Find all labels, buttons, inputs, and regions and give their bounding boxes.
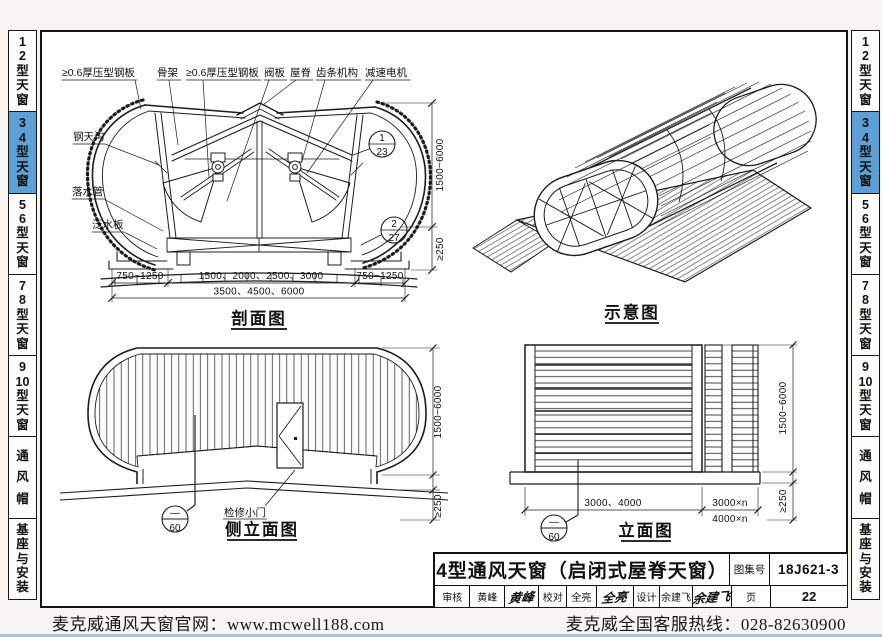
check-signature: 全亮	[595, 586, 633, 607]
signature-text: 黄峰	[507, 590, 536, 606]
dim-curb: ≥250	[435, 237, 446, 261]
detail-marker-2-num: 2	[391, 219, 397, 230]
page-number: 22	[770, 586, 847, 607]
dim-middle-widths: 1500、2000、2500、3000	[199, 271, 324, 282]
page-label: 页	[730, 586, 770, 607]
atlas-number: 18J621-3	[769, 554, 847, 585]
footer: 麦克威通风天窗官网：www.mcwell188.com 麦克威全国客服热线：02…	[0, 610, 882, 635]
label-access-door: 检修小门	[224, 506, 266, 519]
review-signature: 黄峰	[503, 586, 539, 607]
dim-module-2: 4000×n	[712, 514, 747, 525]
check-name: 全亮	[566, 586, 596, 607]
sidebar-item-tongfengmao: 通风帽	[852, 437, 879, 519]
dim-curb: ≥250	[433, 494, 444, 518]
label-steel-panel-right: ≥0.6厚压型钢板	[186, 66, 259, 79]
isometric-view-drawing: 示意图	[472, 81, 817, 324]
side-marker-top: —	[170, 508, 180, 519]
dim-module-1: 3000×n	[712, 498, 747, 509]
sidebar-item-jizuo-anzhuang: 基座与安装	[16, 522, 29, 595]
sidebar-item-jizuo-anzhuang: 基座与安装	[859, 522, 872, 595]
detail-marker-1-num: 1	[379, 133, 385, 144]
dim-side-left: 750~1250	[116, 271, 163, 282]
label-downpipe: 落水管	[72, 185, 104, 198]
title-block: 4型通风天窗（启闭式屋脊天窗） 图集号 18J621-3 审核 黄峰 黄峰 校对…	[433, 552, 847, 607]
review-label: 审核	[442, 593, 463, 604]
dim-total-widths: 3500、4500、6000	[214, 287, 305, 298]
review-name: 黄峰	[469, 586, 504, 607]
section-view-title: 剖面图	[231, 308, 287, 328]
check-label: 校对	[538, 586, 566, 607]
label-valve-plate: 阀板	[264, 66, 285, 79]
signature-text: 全亮	[600, 590, 629, 606]
dim-width: 3000、4000	[584, 498, 641, 509]
elevation-drawing: — 60 3000、4000 3000×n 4000×n 1500~6000 ≥…	[509, 341, 797, 543]
atlas-number-label: 图集号	[729, 554, 769, 585]
elev-marker-top: —	[549, 517, 559, 528]
side-elevation-drawing: 检修小门 — 60 1500~6000 ≥250 侧立面图	[60, 344, 449, 541]
label-gear-motor: 减速电机	[365, 66, 407, 79]
dim-height: 1500~6000	[778, 381, 789, 434]
sidebar-item-tongfengmao: 通风帽	[9, 437, 36, 519]
drawing-frame	[40, 30, 848, 608]
dim-height: 1500~6000	[433, 385, 444, 438]
side-elevation-title: 侧立面图	[225, 519, 299, 539]
official-website-text: 麦克威通风天窗官网：www.mcwell188.com	[52, 615, 385, 634]
dim-curb: ≥250	[778, 489, 789, 513]
sheet-title: 4型通风天窗（启闭式屋脊天窗）	[436, 561, 728, 582]
label-flashing: 泛水板	[92, 218, 124, 231]
label-steel-gutter: 钢天沟	[73, 130, 105, 143]
detail-marker-2-page: 27	[388, 233, 400, 244]
dim-side-right: 750~1250	[356, 271, 403, 282]
label-steel-panel-left: ≥0.6厚压型钢板	[62, 66, 135, 79]
label-ridge: 屋脊	[290, 66, 311, 79]
signature-text: 余建飞	[691, 589, 732, 607]
dim-height: 1500~6000	[435, 138, 446, 191]
design-label: 设计	[633, 586, 659, 607]
section-view-drawing: ≥0.6厚压型钢板 骨架 ≥0.6厚压型钢板 阀板 屋脊 齿条机构 减速电机 钢…	[61, 66, 446, 330]
bottom-accent-bar	[0, 634, 882, 637]
elevation-title: 立面图	[618, 520, 674, 540]
service-hotline-text: 麦克威全国客服热线：028-82630900	[565, 615, 846, 634]
isometric-view-title: 示意图	[604, 302, 660, 322]
label-rack-mechanism: 齿条机构	[316, 66, 358, 79]
design-name: 余建飞	[658, 586, 693, 607]
design-signature: 余建飞	[691, 586, 732, 607]
elev-marker-bottom: 60	[548, 532, 560, 543]
label-frame: 骨架	[157, 67, 178, 79]
detail-marker-1-page: 23	[376, 147, 388, 158]
side-marker-bottom: 60	[169, 523, 181, 534]
